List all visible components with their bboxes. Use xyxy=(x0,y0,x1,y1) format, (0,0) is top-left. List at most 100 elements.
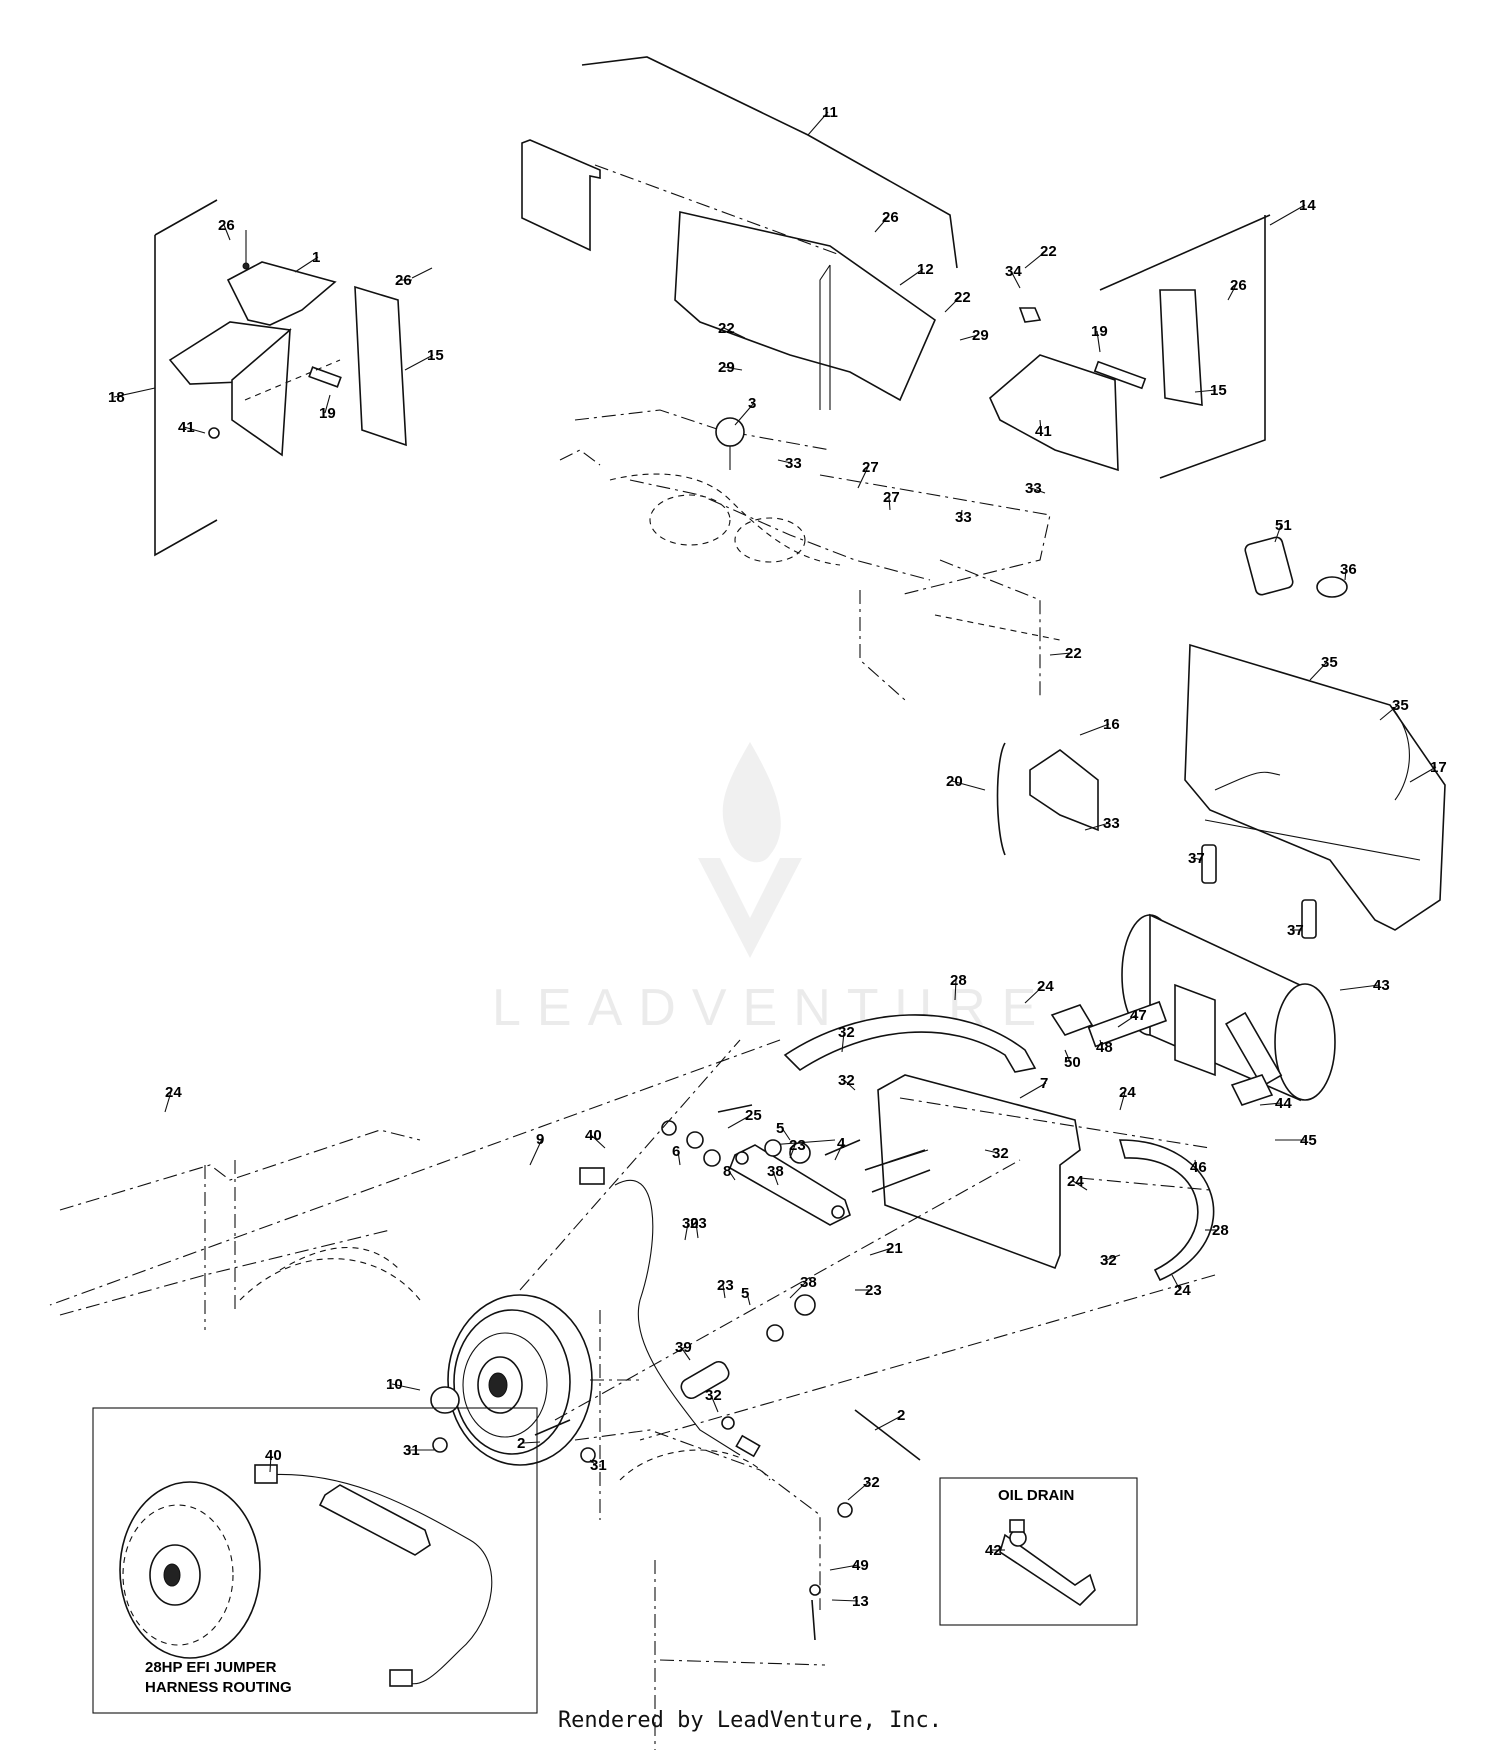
callout-c28b: 28 xyxy=(1212,1222,1229,1239)
callout-c4: 4 xyxy=(837,1135,846,1152)
leader-line-c32c xyxy=(984,1149,999,1154)
leader-line-c32e xyxy=(710,1394,719,1413)
callout-c40b: 40 xyxy=(265,1447,282,1464)
leader-line-c41a xyxy=(183,426,206,434)
clutch-assembly xyxy=(430,1039,1021,1641)
leader-line-c24d xyxy=(1072,1180,1088,1191)
callout-c22c: 22 xyxy=(718,320,735,337)
leader-line-c26d xyxy=(1227,284,1237,301)
leader-line-c20 xyxy=(951,780,986,791)
callout-c9: 9 xyxy=(536,1131,544,1148)
callout-c32f: 32 xyxy=(863,1474,880,1491)
leader-line-c27b xyxy=(888,496,891,511)
callout-c23a: 23 xyxy=(789,1137,806,1154)
leader-line-c48 xyxy=(1099,1039,1103,1048)
callout-c30: 30 xyxy=(682,1215,699,1232)
leader-line-c12 xyxy=(899,268,924,286)
callout-c29a: 29 xyxy=(718,359,735,376)
leader-line-c46 xyxy=(1194,1159,1197,1168)
callout-c5b: 5 xyxy=(741,1285,749,1302)
callout-layer: 1223455678910111213141515161718191920212… xyxy=(108,104,1447,1610)
callout-c14: 14 xyxy=(1299,197,1316,214)
leader-line-c33b xyxy=(1030,487,1046,494)
callout-c6: 6 xyxy=(672,1143,680,1160)
callout-c26b: 26 xyxy=(395,272,412,289)
callout-c32d: 32 xyxy=(1100,1252,1117,1269)
left-shield-group xyxy=(154,199,433,557)
leader-line-c29b xyxy=(959,334,979,341)
callout-c18: 18 xyxy=(108,389,125,406)
callout-c36: 36 xyxy=(1340,561,1357,578)
callout-c10: 10 xyxy=(386,1376,403,1393)
leader-line-c33a xyxy=(777,459,792,464)
leader-line-c51 xyxy=(1274,524,1282,543)
callout-c41a: 41 xyxy=(178,419,195,436)
callout-c21: 21 xyxy=(886,1240,903,1257)
leader-line-c44 xyxy=(1259,1102,1282,1106)
leader-line-c37a xyxy=(1193,857,1203,861)
callout-c29b: 29 xyxy=(972,327,989,344)
callout-c32a: 32 xyxy=(838,1024,855,1041)
leader-line-c40b xyxy=(269,1454,272,1473)
callout-c12: 12 xyxy=(917,261,934,278)
muffler-group xyxy=(996,536,1446,1106)
leader-line-c24a xyxy=(164,1091,172,1113)
callout-c37b: 37 xyxy=(1287,922,1304,939)
callout-c2b: 2 xyxy=(897,1407,905,1424)
callout-c35b: 35 xyxy=(1392,697,1409,714)
oil-drain-inset-frame xyxy=(939,1477,1138,1626)
callout-c32c: 32 xyxy=(992,1145,1009,1162)
harness-inset-label-line1: 28HP EFI JUMPER xyxy=(145,1659,277,1676)
leader-line-c19b xyxy=(1096,330,1101,353)
leader-line-c33d xyxy=(1084,822,1110,831)
leader-line-c21 xyxy=(869,1247,893,1256)
callout-c3: 3 xyxy=(748,395,756,412)
callout-c42: 42 xyxy=(985,1542,1002,1559)
callout-c19b: 19 xyxy=(1091,323,1108,340)
leader-line-c47 xyxy=(1117,1014,1137,1028)
callout-c23c: 23 xyxy=(717,1277,734,1294)
callout-c41b: 41 xyxy=(1035,423,1052,440)
leader-line-c25 xyxy=(727,1114,752,1129)
leader-line-c5a xyxy=(781,1127,791,1141)
callout-c15a: 15 xyxy=(427,347,444,364)
leader-line-c19a xyxy=(324,394,331,414)
leader-line-c3 xyxy=(734,402,755,426)
leader-line-c2a xyxy=(522,1441,541,1444)
leader-line-c18 xyxy=(113,387,156,398)
leader-line-c23a xyxy=(789,1144,796,1159)
callout-c45: 45 xyxy=(1300,1132,1317,1149)
leader-line-c2b xyxy=(874,1414,904,1431)
callout-c26d: 26 xyxy=(1230,277,1247,294)
leader-line-c24c xyxy=(1119,1091,1126,1111)
callout-c22a: 22 xyxy=(1040,243,1057,260)
leader-line-c32a xyxy=(841,1031,845,1053)
oil-drain-title: OIL DRAIN xyxy=(998,1487,1074,1504)
callout-c27b: 27 xyxy=(883,489,900,506)
leader-line-c13 xyxy=(831,1599,859,1602)
leader-line-c23c xyxy=(722,1284,726,1299)
callout-c34: 34 xyxy=(1005,263,1022,280)
callout-c13: 13 xyxy=(852,1593,869,1610)
callout-c7: 7 xyxy=(1040,1075,1048,1092)
callout-c51: 51 xyxy=(1275,517,1292,534)
callout-c43: 43 xyxy=(1373,977,1390,994)
callout-c32e: 32 xyxy=(705,1387,722,1404)
leader-line-c38b xyxy=(789,1281,807,1299)
callout-c24a: 24 xyxy=(165,1084,182,1101)
leader-line-c10 xyxy=(391,1383,421,1391)
harness-inset-label-line2: HARNESS ROUTING xyxy=(145,1679,292,1696)
callout-c33b: 33 xyxy=(1025,480,1042,497)
leader-line-c26c xyxy=(874,216,889,233)
callout-c37a: 37 xyxy=(1188,850,1205,867)
leader-line-c39 xyxy=(680,1346,691,1361)
leader-line-c8 xyxy=(728,1170,736,1181)
callout-c33d: 33 xyxy=(1103,815,1120,832)
callout-c16: 16 xyxy=(1103,716,1120,733)
leader-line-c27a xyxy=(857,466,869,489)
callout-c22b: 22 xyxy=(954,289,971,306)
leader-line-c30 xyxy=(684,1222,689,1241)
leader-line-c4 xyxy=(834,1142,844,1161)
callout-c40a: 40 xyxy=(585,1127,602,1144)
